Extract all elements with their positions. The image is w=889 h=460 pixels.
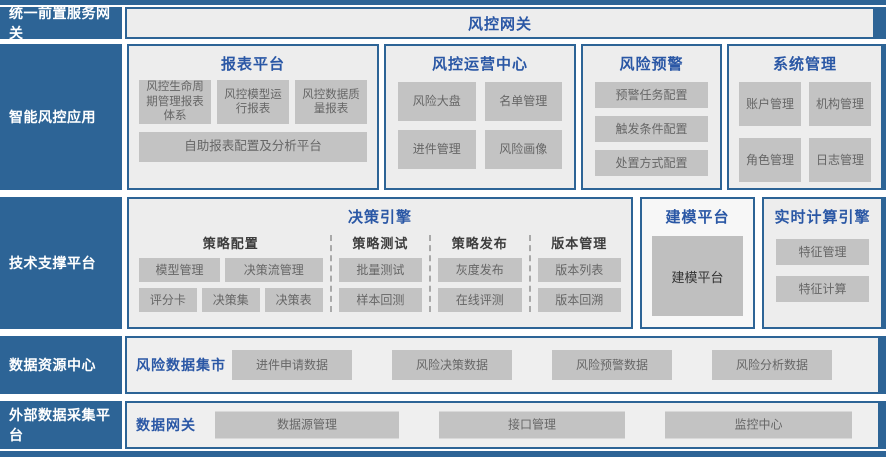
alert-item-stack: 预警任务配置 触发条件配置 处置方式配置 — [583, 74, 720, 176]
module-box: 评分卡 — [139, 288, 197, 312]
module-box: 处置方式配置 — [595, 150, 708, 176]
report-item-grid: 风控生命周期管理报表体系 风控模型运行报表 风控数据质量报表 — [129, 74, 377, 124]
row-label-external-data: 外部数据采集平台 — [0, 401, 122, 449]
section-title: 建模平台 — [665, 209, 730, 226]
row-label-risk-apps: 智能风控应用 — [0, 44, 122, 190]
section-title: 系统管理 — [772, 56, 837, 73]
box-row: 批量测试 — [338, 258, 423, 282]
box-row: 样本回测 — [338, 288, 423, 312]
section-system-management: 系统管理 账户管理 机构管理 角色管理 日志管理 — [727, 44, 886, 190]
module-box: 版本列表 — [537, 258, 622, 282]
section-risk-data-mart: 风险数据集市 进件申请数据 风险决策数据 风险预警数据 风险分析数据 — [125, 336, 886, 394]
section-title: 风险数据集市 — [136, 357, 226, 373]
module-box: 决策流管理 — [224, 258, 323, 282]
column-title: 策略发布 — [451, 236, 508, 251]
box-row: 版本回溯 — [537, 288, 622, 312]
section-risk-operations: 风控运营中心 风险大盘 名单管理 进件管理 风险画像 — [384, 44, 576, 190]
section-realtime-engine: 实时计算引擎 特征管理 特征计算 — [762, 197, 886, 329]
row-label-text: 统一前置服务网关 — [9, 5, 111, 41]
module-box: 风险画像 — [484, 130, 562, 169]
module-box: 风险大盘 — [398, 82, 476, 121]
module-box: 特征管理 — [776, 239, 869, 265]
section-title: 实时计算引擎 — [774, 209, 871, 226]
module-box: 决策表 — [264, 288, 323, 312]
module-box: 在线评测 — [438, 288, 522, 312]
module-box: 特征计算 — [776, 276, 869, 302]
module-box: 接口管理 — [439, 411, 625, 439]
row-label-text: 数据资源中心 — [9, 357, 96, 373]
module-box: 风险分析数据 — [712, 350, 832, 380]
sys-item-grid: 账户管理 机构管理 角色管理 日志管理 — [729, 74, 881, 182]
module-box: 名单管理 — [484, 82, 562, 121]
box-row: 模型管理 决策流管理 — [139, 258, 323, 282]
column-title: 版本管理 — [551, 236, 608, 251]
column-title: 策略测试 — [352, 236, 409, 251]
section-report-platform: 报表平台 风控生命周期管理报表体系 风控模型运行报表 风控数据质量报表 自助报表… — [127, 44, 379, 190]
module-box: 建模平台 — [652, 236, 743, 316]
module-box: 进件管理 — [398, 130, 476, 169]
row-label-unified-gateway: 统一前置服务网关 — [0, 5, 122, 41]
module-box: 决策集 — [201, 288, 260, 312]
row-label-text: 智能风控应用 — [9, 109, 96, 125]
risk-gateway-title: 风控网关 — [467, 15, 532, 33]
module-box: 触发条件配置 — [595, 116, 708, 142]
module-box: 数据源管理 — [215, 411, 399, 439]
module-box: 角色管理 — [739, 138, 801, 182]
module-box: 机构管理 — [809, 82, 871, 126]
column-title: 策略配置 — [202, 236, 259, 251]
module-box: 模型管理 — [139, 258, 220, 282]
decision-engine-columns: 策略配置 模型管理 决策流管理 评分卡 决策集 决策表 策略测试 批量测试 样本… — [129, 227, 631, 318]
dashed-separator — [429, 235, 432, 312]
row-label-data-center: 数据资源中心 — [0, 336, 122, 394]
row-label-text: 技术支撑平台 — [9, 255, 96, 271]
module-box: 风控生命周期管理报表体系 — [139, 80, 211, 124]
realtime-item-stack: 特征管理 特征计算 — [764, 227, 881, 302]
box-row: 评分卡 决策集 决策表 — [139, 288, 323, 312]
section-risk-alert: 风险预警 预警任务配置 触发条件配置 处置方式配置 — [581, 44, 722, 190]
section-decision-engine: 决策引擎 策略配置 模型管理 决策流管理 评分卡 决策集 决策表 策略测试 批量… — [127, 197, 633, 329]
section-title: 风险预警 — [619, 56, 684, 73]
module-box: 样本回测 — [338, 288, 423, 312]
module-box: 批量测试 — [338, 258, 423, 282]
module-box: 进件申请数据 — [232, 350, 352, 380]
column-strategy-release: 策略发布 灰度发布 在线评测 — [438, 231, 522, 318]
module-box: 监控中心 — [665, 411, 852, 439]
module-box: 风控数据质量报表 — [295, 80, 367, 124]
row-label-tech-platform: 技术支撑平台 — [0, 197, 122, 329]
column-strategy-config: 策略配置 模型管理 决策流管理 评分卡 决策集 决策表 — [139, 231, 323, 318]
module-box: 灰度发布 — [438, 258, 522, 282]
module-box: 版本回溯 — [537, 288, 622, 312]
row-label-text: 外部数据采集平台 — [9, 407, 111, 443]
box-row: 在线评测 — [438, 288, 522, 312]
module-box: 预警任务配置 — [595, 82, 708, 108]
module-box: 风险预警数据 — [552, 350, 672, 380]
module-box-wide: 自助报表配置及分析平台 — [139, 132, 367, 162]
section-title: 风控运营中心 — [431, 56, 528, 73]
section-modeling-platform: 建模平台 建模平台 — [640, 197, 755, 329]
module-box: 日志管理 — [809, 138, 871, 182]
module-box: 账户管理 — [739, 82, 801, 126]
risk-gateway-bar: 风控网关 — [125, 7, 886, 39]
dashed-separator — [528, 235, 531, 312]
section-title: 数据网关 — [136, 417, 196, 433]
top-border-strip — [0, 0, 886, 5]
module-box: 风控模型运行报表 — [217, 80, 289, 124]
box-row: 版本列表 — [537, 258, 622, 282]
module-box: 风险决策数据 — [392, 350, 512, 380]
dashed-separator — [329, 235, 332, 312]
section-title: 报表平台 — [220, 56, 285, 73]
box-row: 灰度发布 — [438, 258, 522, 282]
column-version-management: 版本管理 版本列表 版本回溯 — [537, 231, 622, 318]
section-data-gateway: 数据网关 数据源管理 接口管理 监控中心 — [125, 401, 886, 449]
section-title: 决策引擎 — [347, 209, 412, 226]
column-strategy-test: 策略测试 批量测试 样本回测 — [338, 231, 423, 318]
bottom-border-strip — [0, 451, 886, 457]
ops-item-grid: 风险大盘 名单管理 进件管理 风险画像 — [386, 74, 574, 169]
